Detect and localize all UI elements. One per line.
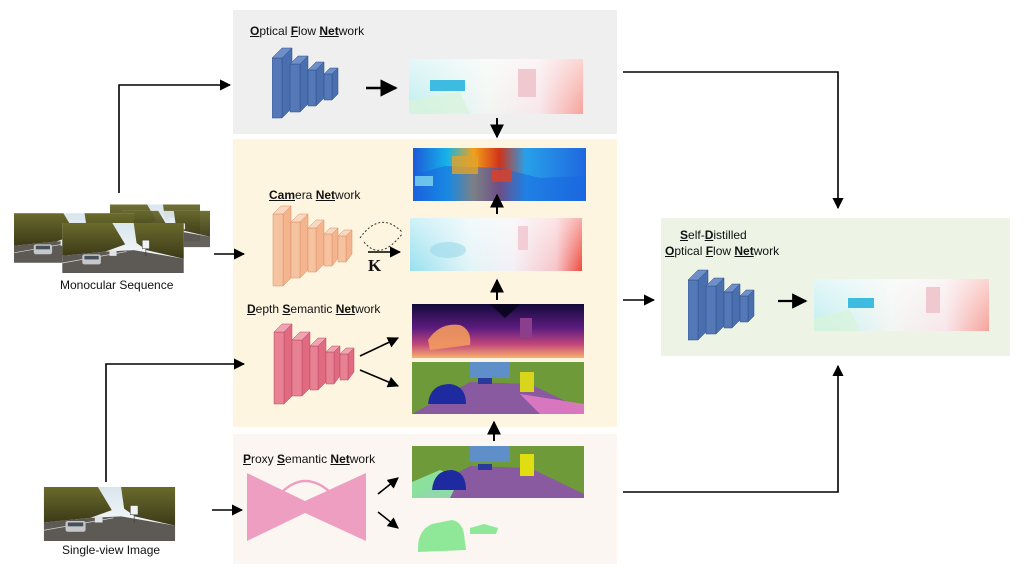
self-distilled-label-line1: Self-Distilled: [680, 228, 747, 242]
camera-depth-panel: [233, 139, 617, 427]
monocular-sequence-image: [14, 204, 210, 273]
monocular-sequence-caption: Monocular Sequence: [60, 278, 174, 292]
camera-network-label: Camera Network: [269, 188, 361, 202]
single-view-image-caption: Single-view Image: [62, 543, 161, 557]
optical-flow-network-label: Optical Flow Network: [250, 24, 365, 38]
depth-semantic-network-label: Depth Semantic Network: [247, 302, 381, 316]
camera-intrinsics-symbol: K: [368, 256, 382, 275]
self-distilled-label-line2: Optical Flow Network: [665, 244, 780, 258]
single-view-image: [43, 487, 176, 541]
proxy-semantic-network-label: Proxy Semantic Network: [243, 452, 376, 466]
